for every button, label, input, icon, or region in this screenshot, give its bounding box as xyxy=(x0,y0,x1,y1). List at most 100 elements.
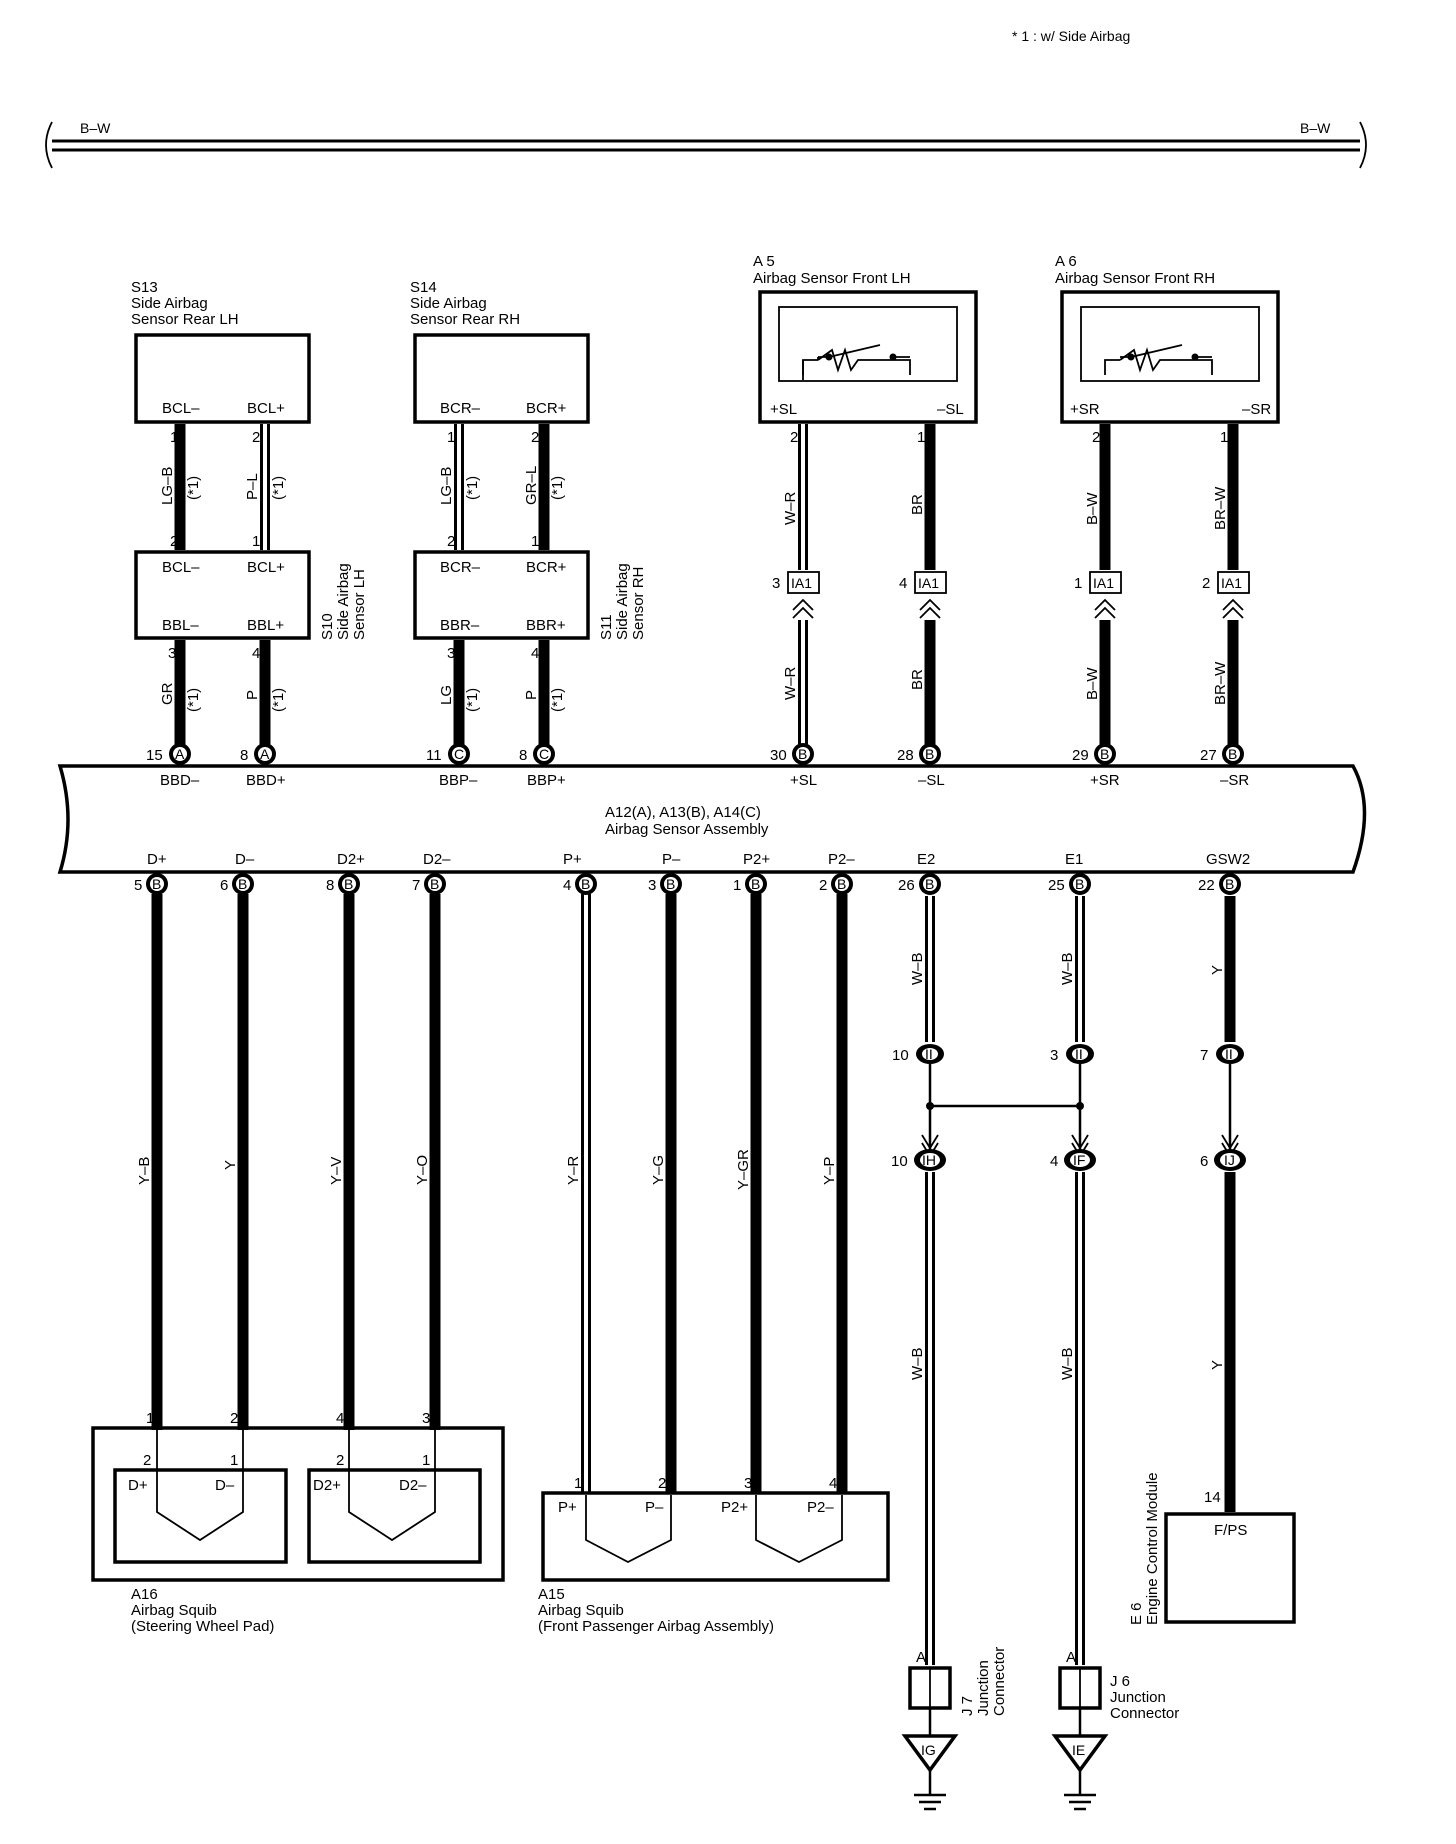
j7-junction-connector: A IG J 7 Junction Connector xyxy=(901,1647,1008,1811)
svg-text:B: B xyxy=(751,876,760,892)
svg-text:–SR: –SR xyxy=(1220,772,1249,789)
svg-text:C: C xyxy=(454,746,464,762)
svg-text:Side Airbag: Side Airbag xyxy=(131,295,208,312)
svg-text:A 6: A 6 xyxy=(1055,253,1077,270)
svg-text:D2+: D2+ xyxy=(337,851,365,868)
svg-text:8: 8 xyxy=(519,747,527,764)
svg-text:6: 6 xyxy=(1200,1153,1208,1170)
svg-text:2: 2 xyxy=(531,429,539,446)
svg-text:2: 2 xyxy=(819,877,827,894)
svg-text:W–B: W–B xyxy=(1059,952,1076,985)
svg-text:2: 2 xyxy=(252,429,260,446)
svg-text:IA1: IA1 xyxy=(918,575,939,591)
svg-text:P2+: P2+ xyxy=(721,1499,748,1516)
svg-text:Sensor LH: Sensor LH xyxy=(351,569,368,640)
svg-text:3: 3 xyxy=(422,1410,430,1427)
svg-text:22: 22 xyxy=(1198,877,1215,894)
svg-text:P2–: P2– xyxy=(828,851,855,868)
svg-text:Y–V: Y–V xyxy=(328,1157,345,1185)
svg-text:Junction: Junction xyxy=(975,1660,992,1716)
svg-text:2: 2 xyxy=(336,1452,344,1469)
svg-text:B: B xyxy=(1075,876,1084,892)
svg-text:1: 1 xyxy=(252,533,260,550)
svg-text:B: B xyxy=(925,876,934,892)
ii-connectors: II II II 10 3 7 xyxy=(892,1044,1244,1064)
svg-text:4: 4 xyxy=(336,1410,344,1427)
svg-text:D2+: D2+ xyxy=(313,1477,341,1494)
svg-text:Side Airbag: Side Airbag xyxy=(335,563,352,640)
svg-text:Y–O: Y–O xyxy=(414,1155,431,1185)
ground-ie-label: IE xyxy=(1072,1742,1085,1758)
svg-text:BCR+: BCR+ xyxy=(526,400,567,417)
svg-text:28: 28 xyxy=(897,747,914,764)
svg-text:2: 2 xyxy=(170,533,178,550)
svg-text:BBR–: BBR– xyxy=(440,617,480,634)
svg-text:Sensor Rear LH: Sensor Rear LH xyxy=(131,311,239,328)
svg-text:4: 4 xyxy=(899,575,907,592)
svg-text:BBP–: BBP– xyxy=(439,772,478,789)
svg-text:B–W: B–W xyxy=(1084,492,1101,525)
svg-text:BCR–: BCR– xyxy=(440,559,481,576)
svg-text:3: 3 xyxy=(648,877,656,894)
ij-label: IJ xyxy=(1224,1152,1235,1168)
svg-text:+SL: +SL xyxy=(790,772,817,789)
svg-text:D2–: D2– xyxy=(399,1477,427,1494)
svg-text:4: 4 xyxy=(829,1475,837,1492)
svg-text:Airbag Sensor Front LH: Airbag Sensor Front LH xyxy=(753,270,911,287)
svg-text:1: 1 xyxy=(447,429,455,446)
svg-text:W–B: W–B xyxy=(909,952,926,985)
svg-text:1: 1 xyxy=(422,1452,430,1469)
svg-text:B: B xyxy=(798,746,807,762)
svg-text:II: II xyxy=(1075,1046,1083,1062)
s14-sensor: S14 Side Airbag Sensor Rear RH BCR– BCR+ xyxy=(410,279,590,424)
svg-text:GR–L: GR–L xyxy=(523,466,540,505)
svg-text:LG–B: LG–B xyxy=(159,467,176,505)
svg-text:W–R: W–R xyxy=(782,667,799,701)
svg-text:A12(A), A13(B), A14(C): A12(A), A13(B), A14(C) xyxy=(605,804,761,821)
svg-text:W–B: W–B xyxy=(1059,1347,1076,1380)
wires-s14-s11: 1 2 2 1 LG–B (*1) GR–L (*1) xyxy=(438,424,566,550)
svg-text:Connector: Connector xyxy=(1110,1705,1179,1722)
svg-text:4: 4 xyxy=(563,877,571,894)
svg-text:P–: P– xyxy=(645,1499,664,1516)
svg-text:2: 2 xyxy=(658,1475,666,1492)
svg-text:8: 8 xyxy=(240,747,248,764)
svg-text:Airbag Sensor Assembly: Airbag Sensor Assembly xyxy=(605,821,769,838)
s11-sensor: BCR– BCR+ BBR– BBR+ S11 Side Airbag Sens… xyxy=(413,550,647,640)
svg-text:7: 7 xyxy=(412,877,420,894)
bus-label-left: B–W xyxy=(80,120,111,136)
svg-text:IA1: IA1 xyxy=(791,575,812,591)
svg-text:A: A xyxy=(1066,1649,1076,1666)
svg-text:(*1): (*1) xyxy=(185,688,202,712)
svg-text:25: 25 xyxy=(1048,877,1065,894)
svg-text:A: A xyxy=(916,1649,926,1666)
svg-text:2: 2 xyxy=(1092,429,1100,446)
svg-text:–SR: –SR xyxy=(1242,401,1271,418)
svg-text:A: A xyxy=(260,746,270,762)
svg-text:B: B xyxy=(666,876,675,892)
svg-text:A 5: A 5 xyxy=(753,253,775,270)
svg-text:Junction: Junction xyxy=(1110,1689,1166,1706)
svg-text:3: 3 xyxy=(772,575,780,592)
svg-text:8: 8 xyxy=(326,877,334,894)
svg-text:Connector: Connector xyxy=(991,1647,1008,1716)
svg-text:27: 27 xyxy=(1200,747,1217,764)
svg-text:Airbag Squib: Airbag Squib xyxy=(538,1602,624,1619)
svg-text:+SL: +SL xyxy=(770,401,797,418)
svg-text:1: 1 xyxy=(733,877,741,894)
svg-text:E1: E1 xyxy=(1065,851,1083,868)
svg-text:GR: GR xyxy=(159,682,176,705)
svg-text:Y–B: Y–B xyxy=(136,1157,153,1185)
svg-text:B: B xyxy=(925,746,934,762)
svg-text:Y–GR: Y–GR xyxy=(735,1149,752,1190)
svg-text:2: 2 xyxy=(230,1410,238,1427)
svg-text:Sensor RH: Sensor RH xyxy=(630,567,647,640)
s10-sensor: BCL– BCL+ BBL– BBL+ S10 Side Airbag Sens… xyxy=(134,550,368,640)
svg-text:4: 4 xyxy=(252,645,260,662)
svg-text:B: B xyxy=(430,876,439,892)
svg-text:BBR+: BBR+ xyxy=(526,617,566,634)
svg-text:Airbag Squib: Airbag Squib xyxy=(131,1602,217,1619)
svg-text:B: B xyxy=(344,876,353,892)
svg-text:P–: P– xyxy=(662,851,681,868)
ia1-connectors: IA1 IA1 IA1 IA1 3 4 1 2 xyxy=(772,571,1250,619)
